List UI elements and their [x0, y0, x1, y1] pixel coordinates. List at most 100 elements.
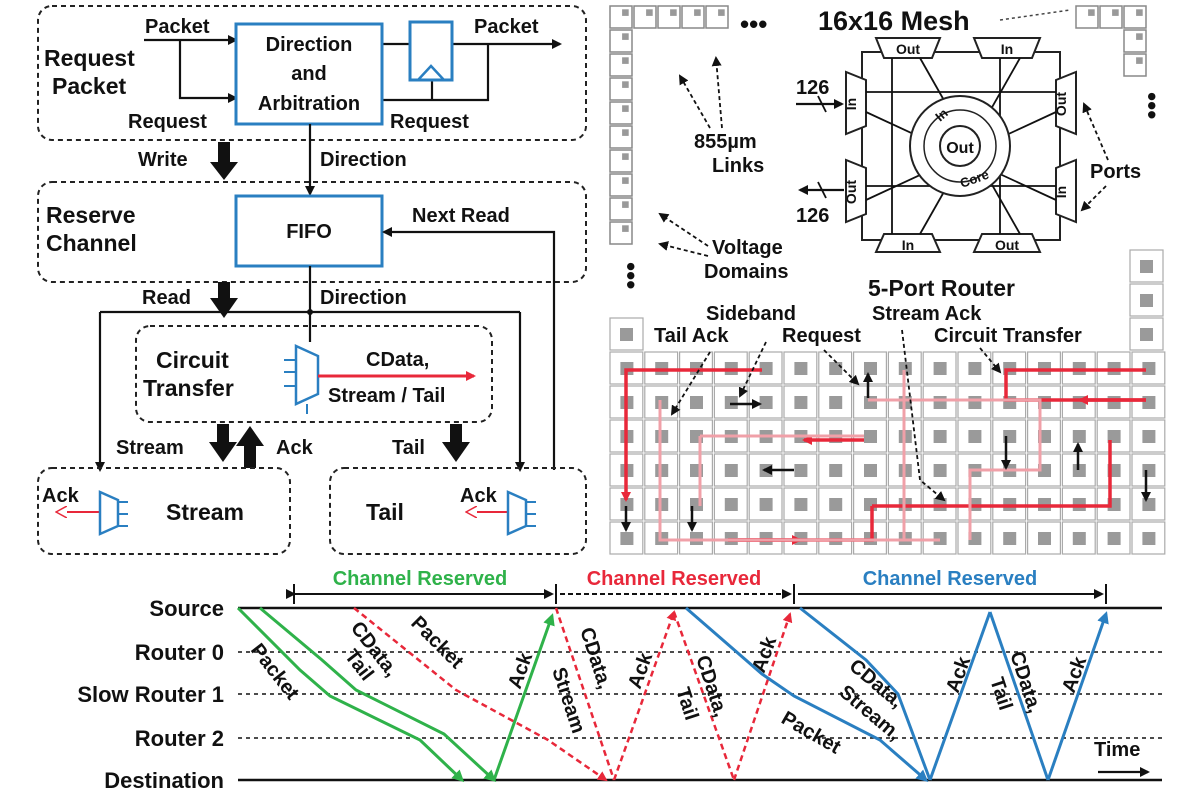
grid-tile-core: [864, 396, 877, 409]
mesh-corner-left-tile-core: [622, 57, 629, 64]
mesh-corner-top-tile-core: [646, 9, 653, 16]
sideband-label-1: Sideband: [706, 303, 796, 325]
stream-arrow-label: Stream: [116, 437, 184, 459]
write-label: Write: [138, 149, 188, 171]
fifo-label: FIFO: [286, 221, 332, 243]
timeline-row-label: Router 0: [135, 640, 224, 665]
mesh-corner-left-tile: [609, 125, 633, 149]
grid-tile-core: [1142, 532, 1156, 545]
mesh-grid: [609, 249, 1166, 555]
stream-title: Stream: [166, 499, 244, 525]
write-direction-links: Write Direction: [138, 124, 407, 196]
packet-in-label: Packet: [145, 16, 210, 38]
grid-tile: [992, 521, 1027, 555]
grid-tile: [852, 487, 887, 521]
grid-tile-core: [968, 532, 982, 545]
port-in-bottom: In: [902, 237, 914, 253]
request-packet-block: Request Packet Packet Packet Request Req…: [37, 5, 587, 141]
timeline-row-label: Router 2: [135, 726, 224, 751]
msg-packet-2: Packet: [406, 612, 467, 673]
mesh-corner-left-tile-core: [622, 81, 629, 88]
msg-ack-4: Ack: [942, 653, 976, 696]
tail-block: Tail Ack: [329, 467, 587, 555]
grid-tile-core: [655, 498, 669, 511]
grid-tile-core: [933, 362, 947, 375]
links-label-2: Links: [712, 155, 764, 177]
grid-tile-core: [933, 396, 947, 409]
width-out-label: 126: [796, 205, 829, 227]
mesh-corner-left-tile-core: [622, 225, 629, 232]
grid-tile-core: [1107, 430, 1121, 443]
grid-tile-core: [655, 396, 669, 409]
grid-tile-core: [1142, 498, 1156, 511]
stream-ack-label: Ack: [42, 485, 80, 507]
grid-tile-core: [1003, 532, 1017, 545]
msg-ack-2: Ack: [624, 649, 658, 692]
grid-tile-core: [933, 532, 947, 545]
port-out-right: Out: [1053, 92, 1069, 116]
grid-tile-core: [864, 430, 877, 443]
mesh-corner-right-tile-core: [1088, 9, 1095, 16]
mesh-corner-top-tile-core: [622, 9, 629, 16]
msg-cdata-tail-3b: Tail: [985, 675, 1016, 713]
timeline-row-label: Destination: [104, 768, 224, 793]
port-in-left: In: [843, 98, 859, 110]
tail-arrow-label: Tail: [392, 437, 425, 459]
port-out-bottom: Out: [995, 237, 1019, 253]
mesh-corner-top-tile-core: [670, 9, 677, 16]
grid-tile-core: [933, 430, 947, 443]
grid-tile-core: [829, 464, 843, 477]
msg-packet-3: Packet: [778, 707, 845, 758]
mesh-corner-top-tile-core: [718, 9, 725, 16]
read-label: Read: [142, 287, 191, 309]
request-left-label: Request: [128, 111, 207, 133]
port-out-top: Out: [896, 41, 920, 57]
circuit-transfer-title-2: Transfer: [143, 375, 234, 401]
arb-line2: and: [291, 63, 327, 85]
timeline: Channel Reserved Channel Reserved Channe…: [77, 568, 1162, 793]
grid-tile-core: [1072, 532, 1086, 545]
stream-mux-icon: [98, 490, 120, 536]
fifo-box: [234, 194, 384, 268]
grid-tile-core: [620, 328, 633, 341]
phase1-label: Channel Reserved: [333, 568, 508, 590]
five-port-router: Out In In Out In Out Out In Out In Core …: [796, 37, 1141, 301]
grid-tile-core: [690, 396, 703, 409]
grid-tile: [1096, 385, 1131, 419]
grid-tile: [1061, 351, 1096, 385]
grid-tile: [852, 385, 887, 419]
grid-tile-core: [1072, 396, 1086, 409]
grid-tile: [748, 521, 783, 555]
grid-tile-core: [1038, 532, 1051, 545]
arb-line3: Arbitration: [258, 93, 360, 115]
port-out-left: Out: [843, 180, 859, 204]
circuit-transfer-grid-label: Circuit Transfer: [934, 325, 1082, 347]
grid-tile-core: [1140, 328, 1153, 341]
sideband-label-2: Request: [782, 325, 861, 347]
phase2-label: Channel Reserved: [587, 568, 762, 590]
mesh-corner-top-tile: [681, 5, 705, 29]
grid-tile-core: [1142, 464, 1156, 477]
grid-tile-core: [794, 396, 808, 409]
mesh-corner-left-tile: [609, 77, 633, 101]
grid-tile-core: [933, 464, 947, 477]
mesh-corner-top-tile: [609, 5, 633, 29]
mesh-corner-left-tile: [609, 197, 633, 221]
port-in-top: In: [1001, 41, 1013, 57]
grid-tile-core: [968, 430, 982, 443]
grid-tile-core: [620, 532, 634, 545]
mesh-corner-left-tile: [609, 29, 633, 53]
grid-tile-core: [898, 362, 912, 375]
grid-tile-core: [724, 464, 738, 477]
grid-tile-core: [1142, 396, 1156, 409]
ack-arrow-label: Ack: [276, 437, 314, 459]
links-label-1: 855µm: [694, 131, 757, 153]
grid-tile-core: [759, 498, 773, 511]
direction-label-2: Direction: [320, 287, 407, 309]
tail-title: Tail: [366, 499, 404, 525]
reserve-channel-block: Reserve Channel FIFO Next Read: [37, 181, 587, 470]
mesh-corner-left-tile-core: [622, 33, 629, 40]
grid-tile-core: [794, 362, 808, 375]
mesh-corner-left-tile: [609, 101, 633, 125]
